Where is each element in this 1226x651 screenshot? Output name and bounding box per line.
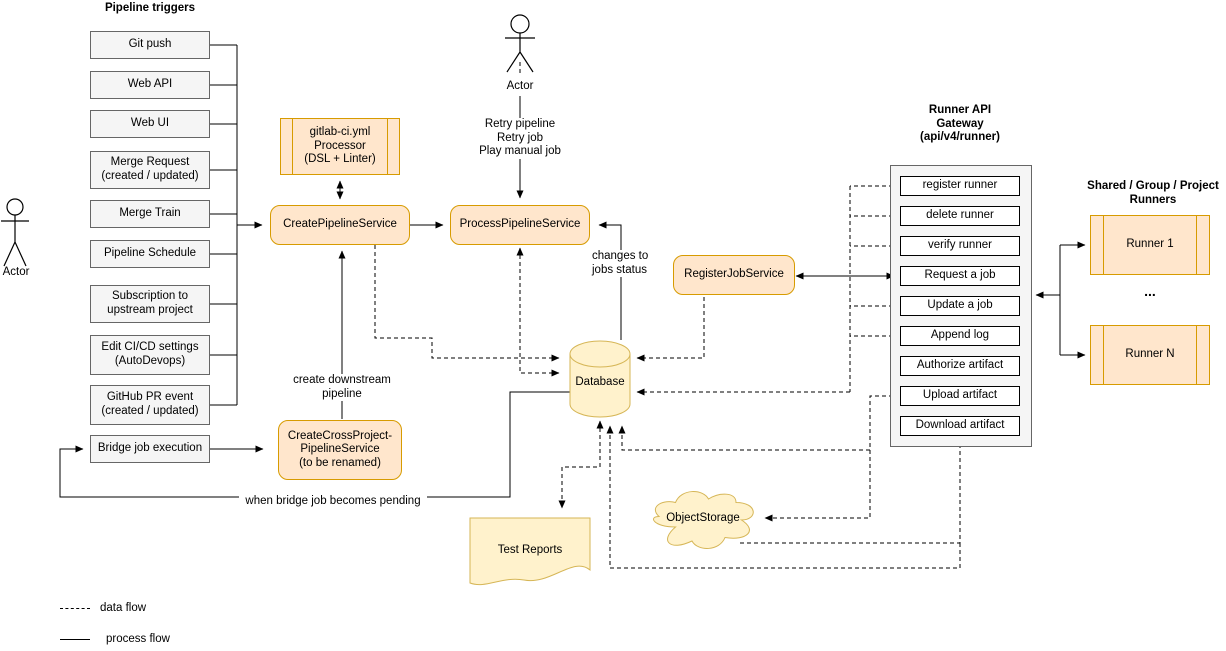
endpoint-request-a-job: Request a job — [900, 266, 1020, 286]
gitlab-ci-yml-processor: gitlab-ci.yml Processor (DSL + Linter) — [280, 118, 400, 175]
left-actor-figure — [1, 198, 29, 267]
database-label: Database — [575, 376, 625, 388]
endpoint-upload-artifact: Upload artifact — [900, 386, 1020, 406]
top-actor-actions-label: Retry pipeline Retry job Play manual job — [468, 118, 572, 159]
runner-1: Runner 1 — [1090, 215, 1210, 275]
component-bar — [292, 119, 293, 174]
endpoint-delete-runner: delete runner — [900, 206, 1020, 226]
endpoint-update-a-job: Update a job — [900, 296, 1020, 316]
component-bar — [1196, 216, 1197, 274]
trigger-github-pr-event: GitHub PR event (created / updated) — [90, 385, 210, 425]
test-reports-document — [469, 517, 591, 585]
trigger-edit-cicd-settings: Edit CI/CD settings (AutoDevops) — [90, 335, 210, 375]
runner-n-label: Runner N — [1125, 348, 1175, 361]
component-bar — [1103, 216, 1104, 274]
create-cross-project-pipeline-service: CreateCrossProject- PipelineService (to … — [278, 420, 402, 480]
trigger-subscription-upstream: Subscription to upstream project — [90, 285, 210, 323]
edge-upload-to-db — [618, 395, 900, 451]
changes-to-jobs-status-label: changes to jobs status — [592, 250, 649, 278]
top-actor-figure — [505, 14, 535, 73]
edge-processpipeline-db — [516, 247, 560, 377]
component-bar — [387, 119, 388, 174]
runner-1-label: Runner 1 — [1126, 238, 1174, 251]
create-pipeline-service: CreatePipelineService — [270, 205, 410, 245]
runner-api-gateway-title: Runner API Gateway (api/v4/runner) — [920, 104, 1000, 144]
trigger-pipeline-schedule: Pipeline Schedule — [90, 240, 210, 268]
trigger-merge-train: Merge Train — [90, 200, 210, 228]
legend-data-flow-label: data flow — [100, 602, 147, 614]
endpoint-authorize-artifact: Authorize artifact — [900, 356, 1020, 376]
component-bar — [1103, 326, 1104, 384]
data-flow-edges — [374, 62, 964, 569]
edge-objectstorage-to-download — [740, 437, 964, 544]
test-reports-label: Test Reports — [497, 544, 563, 556]
endpoint-append-log: Append log — [900, 326, 1020, 346]
trigger-web-api: Web API — [90, 71, 210, 99]
trigger-merge-request: Merge Request (created / updated) — [90, 151, 210, 189]
edge-createpipeline-to-db — [374, 245, 560, 362]
objectstorage-label: ObjectStorage — [666, 512, 740, 524]
edge-download-to-db — [606, 425, 961, 569]
endpoint-download-artifact: Download artifact — [900, 416, 1020, 436]
edge-registerjob-to-db — [636, 297, 705, 362]
register-job-service: RegisterJobService — [673, 255, 795, 295]
trigger-bridge-job-execution: Bridge job execution — [90, 435, 210, 463]
runners-ellipsis: ... — [1144, 283, 1156, 299]
storage-shapes — [469, 340, 754, 585]
legend-solid-line-sample — [60, 639, 90, 640]
objectstorage-cloud — [653, 491, 754, 549]
edge-db-to-processpipeline-status — [598, 221, 622, 340]
trigger-web-ui: Web UI — [90, 110, 210, 138]
top-actor-label: Actor — [506, 80, 534, 92]
pipeline-triggers-title: Pipeline triggers — [104, 2, 196, 14]
endpoint-register-runner: register runner — [900, 176, 1020, 196]
processor-label: gitlab-ci.yml Processor (DSL + Linter) — [304, 126, 376, 166]
when-bridge-pending-label: when bridge job becomes pending — [239, 495, 427, 509]
left-actor-label: Actor — [2, 266, 30, 278]
edge-upload-to-objectstorage — [764, 450, 871, 522]
trigger-git-push: Git push — [90, 31, 210, 59]
legend-dashed-line-sample — [60, 608, 90, 609]
database-cylinder — [569, 340, 631, 418]
component-bar — [1196, 326, 1197, 384]
process-pipeline-service: ProcessPipelineService — [450, 205, 590, 245]
runners-title: Shared / Group / Project Runners — [1087, 180, 1219, 206]
legend-process-flow-label: process flow — [106, 633, 170, 645]
create-downstream-pipeline-label: create downstream pipeline — [286, 374, 398, 402]
edge-db-testreports — [558, 420, 604, 509]
endpoint-verify-runner: verify runner — [900, 236, 1020, 256]
runner-n: Runner N — [1090, 325, 1210, 385]
